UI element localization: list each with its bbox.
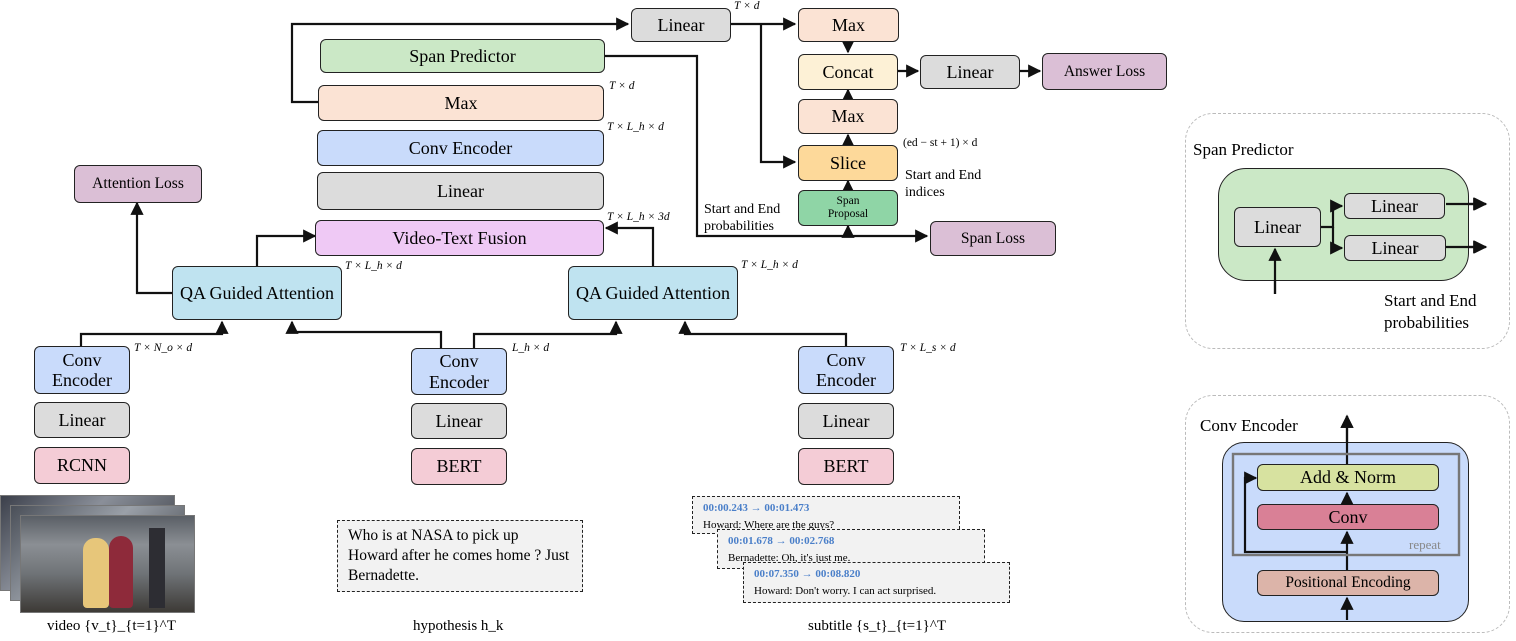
dim-hypothesis-encoder: L_h × d [512,342,550,354]
person-figure [149,528,165,608]
hypothesis-conv-encoder-box: Conv Encoder [411,348,507,395]
subtitle-bert-box: BERT [798,448,894,485]
dim-qa-left: T × L_h × d [345,260,402,272]
subtitle-card-1: 00:00.243 → 00:01.473 Howard: Where are … [692,496,960,534]
subtitle-text: Bernadette: Oh, it's just me. [728,551,851,564]
positional-encoding-box: Positional Encoding [1257,570,1439,596]
start-end-indices-label: Start and End indices [905,168,982,200]
start-end-probabilities-label: Start and End probabilities [704,202,781,234]
video-conv-encoder-box: Conv Encoder [34,346,130,394]
hypothesis-label: hypothesis h_k [413,618,504,634]
add-norm-box: Add & Norm [1257,464,1439,491]
person-figure [109,536,133,608]
answer-loss-box: Answer Loss [1042,53,1167,90]
span-panel-title: Span Predictor [1193,140,1294,159]
max-right-top-box: Max [798,8,899,42]
dim-video-encoder: T × N_o × d [134,342,193,354]
hypothesis-bert-box: BERT [411,448,507,485]
dim-linear-top: T × d [734,0,760,12]
conv-encoder-main-box: Conv Encoder [317,130,604,166]
attention-loss-box: Attention Loss [74,165,202,203]
video-text-fusion-box: Video-Text Fusion [315,220,604,256]
subtitle-linear-box: Linear [798,403,894,439]
max-left-box: Max [318,85,604,121]
span-panel-caption: Start and End probabilities [1384,291,1477,333]
repeat-label: repeat [1409,537,1441,552]
concat-box: Concat [798,54,898,90]
span-panel-linear-out1: Linear [1344,193,1445,219]
video-frame-3 [20,515,195,613]
conv-panel-title: Conv Encoder [1200,416,1298,435]
subtitle-card-3: 00:07.350 → 00:08.820 Howard: Don't worr… [743,562,1010,603]
video-label: video {v_t}_{t=1}^T [47,618,176,634]
conv-box: Conv [1257,504,1439,530]
linear-right-box: Linear [920,55,1020,89]
linear-mid-box: Linear [317,172,604,210]
subtitle-time: 00:00.243 → 00:01.473 [703,502,810,514]
subtitle-text: Howard: Don't worry. I can act surprised… [754,584,937,597]
conv-encoder-panel [1185,395,1510,633]
qa-attention-right-box: QA Guided Attention [568,266,738,320]
subtitle-text: Howard: Where are the guys? [703,518,835,531]
span-proposal-box: Span Proposal [798,190,898,226]
subtitle-time: 00:01.678 → 00:02.768 [728,535,835,547]
subtitle-conv-encoder-box: Conv Encoder [798,346,894,394]
dim-subtitle-encoder: T × L_s × d [900,342,956,354]
rcnn-box: RCNN [34,447,130,484]
dim-conv-encoder: T × L_h × d [607,121,664,133]
slice-box: Slice [798,145,898,181]
span-loss-box: Span Loss [930,221,1056,256]
dim-span-predictor: T × d [609,80,635,92]
span-predictor-panel [1185,113,1510,349]
subtitle-time: 00:07.350 → 00:08.820 [754,568,861,580]
dim-qa-right: T × L_h × d [741,259,798,271]
person-figure [83,538,109,608]
hypothesis-linear-box: Linear [411,403,507,439]
video-linear-box: Linear [34,402,130,438]
hypothesis-text-box: Who is at NASA to pick up Howard after h… [337,520,583,592]
span-predictor-box: Span Predictor [320,39,605,73]
dim-slice: (ed − st + 1) × d [903,137,978,149]
span-panel-linear-out2: Linear [1344,235,1446,261]
linear-top-box: Linear [631,8,731,42]
max-right-mid-box: Max [798,99,898,134]
span-panel-linear-box: Linear [1234,207,1321,247]
qa-attention-left-box: QA Guided Attention [172,266,342,320]
subtitle-label: subtitle {s_t}_{t=1}^T [808,618,947,634]
dim-fusion: T × L_h × 3d [607,211,670,223]
